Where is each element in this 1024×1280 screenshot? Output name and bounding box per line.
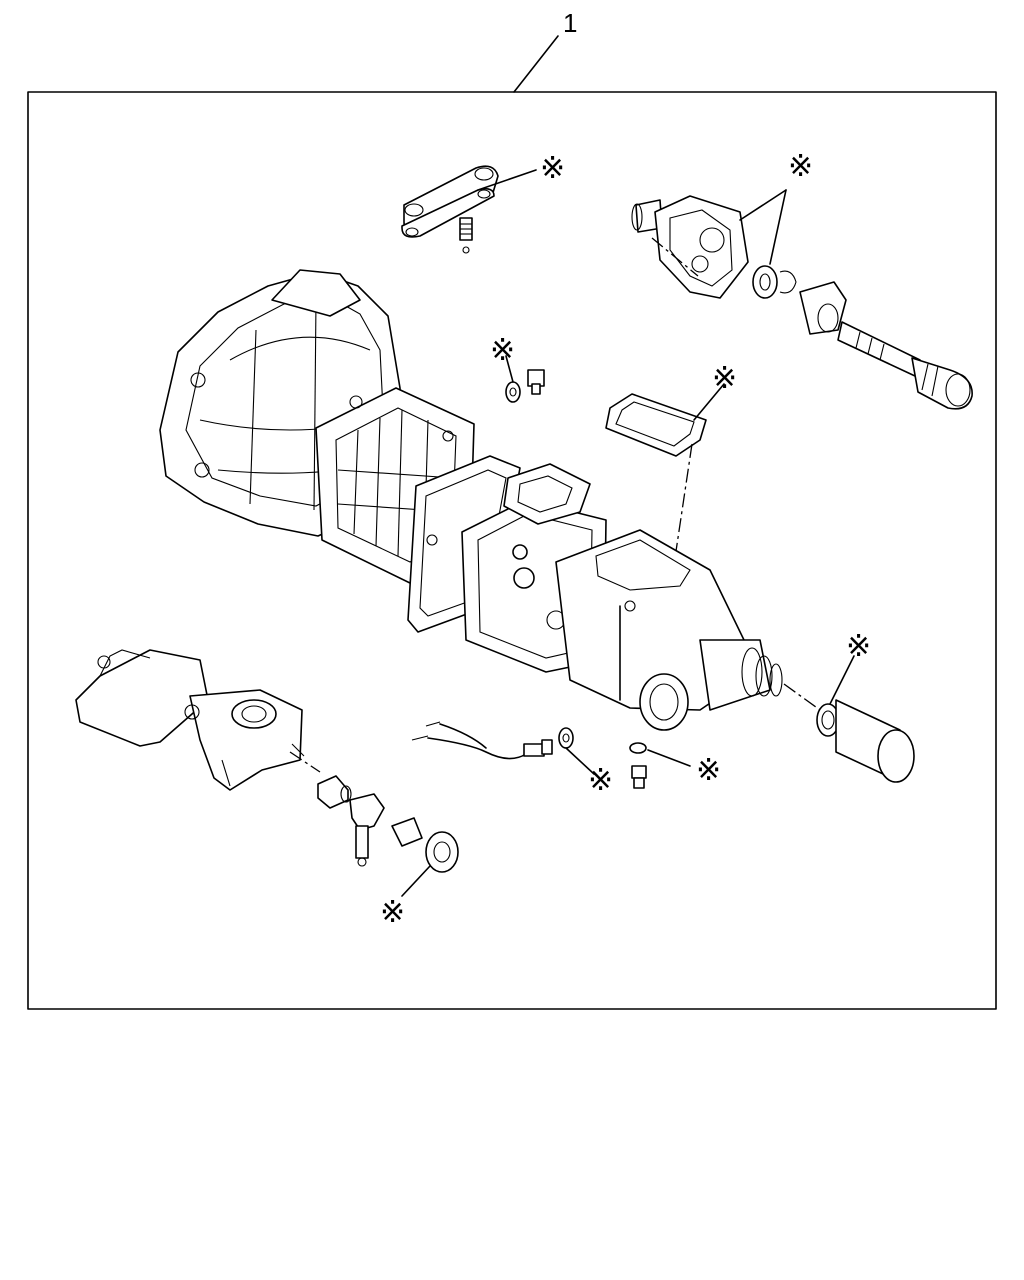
- marker-shift-seal: ※: [380, 895, 405, 930]
- washer-part-1: [505, 381, 521, 403]
- marker-washer-2: ※: [588, 763, 613, 798]
- sensor-harness-part: [411, 721, 553, 760]
- leader-bearing: [769, 189, 787, 265]
- leader-housing: [739, 189, 787, 221]
- shift-housing-part: [75, 649, 305, 791]
- marker-washer: ※: [490, 333, 515, 368]
- shift-bracket-part: [401, 165, 499, 238]
- shift-arm-part: [349, 793, 385, 867]
- washer-part-2: [558, 727, 574, 749]
- marker-seal: ※: [846, 629, 871, 664]
- marker-bracket: ※: [540, 151, 565, 186]
- marker-drain: ※: [696, 753, 721, 788]
- marker-gasket: ※: [712, 361, 737, 396]
- washer-part-3: [629, 742, 647, 754]
- drain-plug-part: [631, 765, 647, 789]
- leader-shift-seal: [401, 865, 431, 897]
- leader-gasket: [693, 383, 725, 421]
- bushing-part: [391, 817, 423, 847]
- callout-1: 1: [513, 8, 577, 93]
- callout-leader: [513, 35, 559, 93]
- leader-seal: [829, 655, 855, 705]
- seal-centerline: [783, 683, 821, 711]
- shift-shaft-part: [289, 751, 352, 809]
- extension-housing-part: [555, 529, 783, 731]
- leader-washer: [505, 355, 514, 383]
- dust-boot-part: [835, 699, 915, 783]
- leader-drain: [647, 749, 691, 767]
- assembly-frame: [27, 91, 997, 1010]
- leader-bracket: [477, 169, 537, 191]
- output-shaft-part: [837, 321, 973, 410]
- rear-bearing-part: [752, 265, 847, 335]
- marker-housing: ※: [788, 149, 813, 184]
- rear-housing-part: [631, 195, 749, 299]
- oil-seal-part: [816, 703, 840, 737]
- bolt-part-1: [527, 369, 545, 395]
- callout-number: 1: [563, 8, 577, 38]
- spring-part: [459, 217, 473, 254]
- cover-gasket-part: [605, 393, 707, 457]
- shift-seal-part: [425, 831, 459, 873]
- leader-washer-2: [565, 747, 595, 775]
